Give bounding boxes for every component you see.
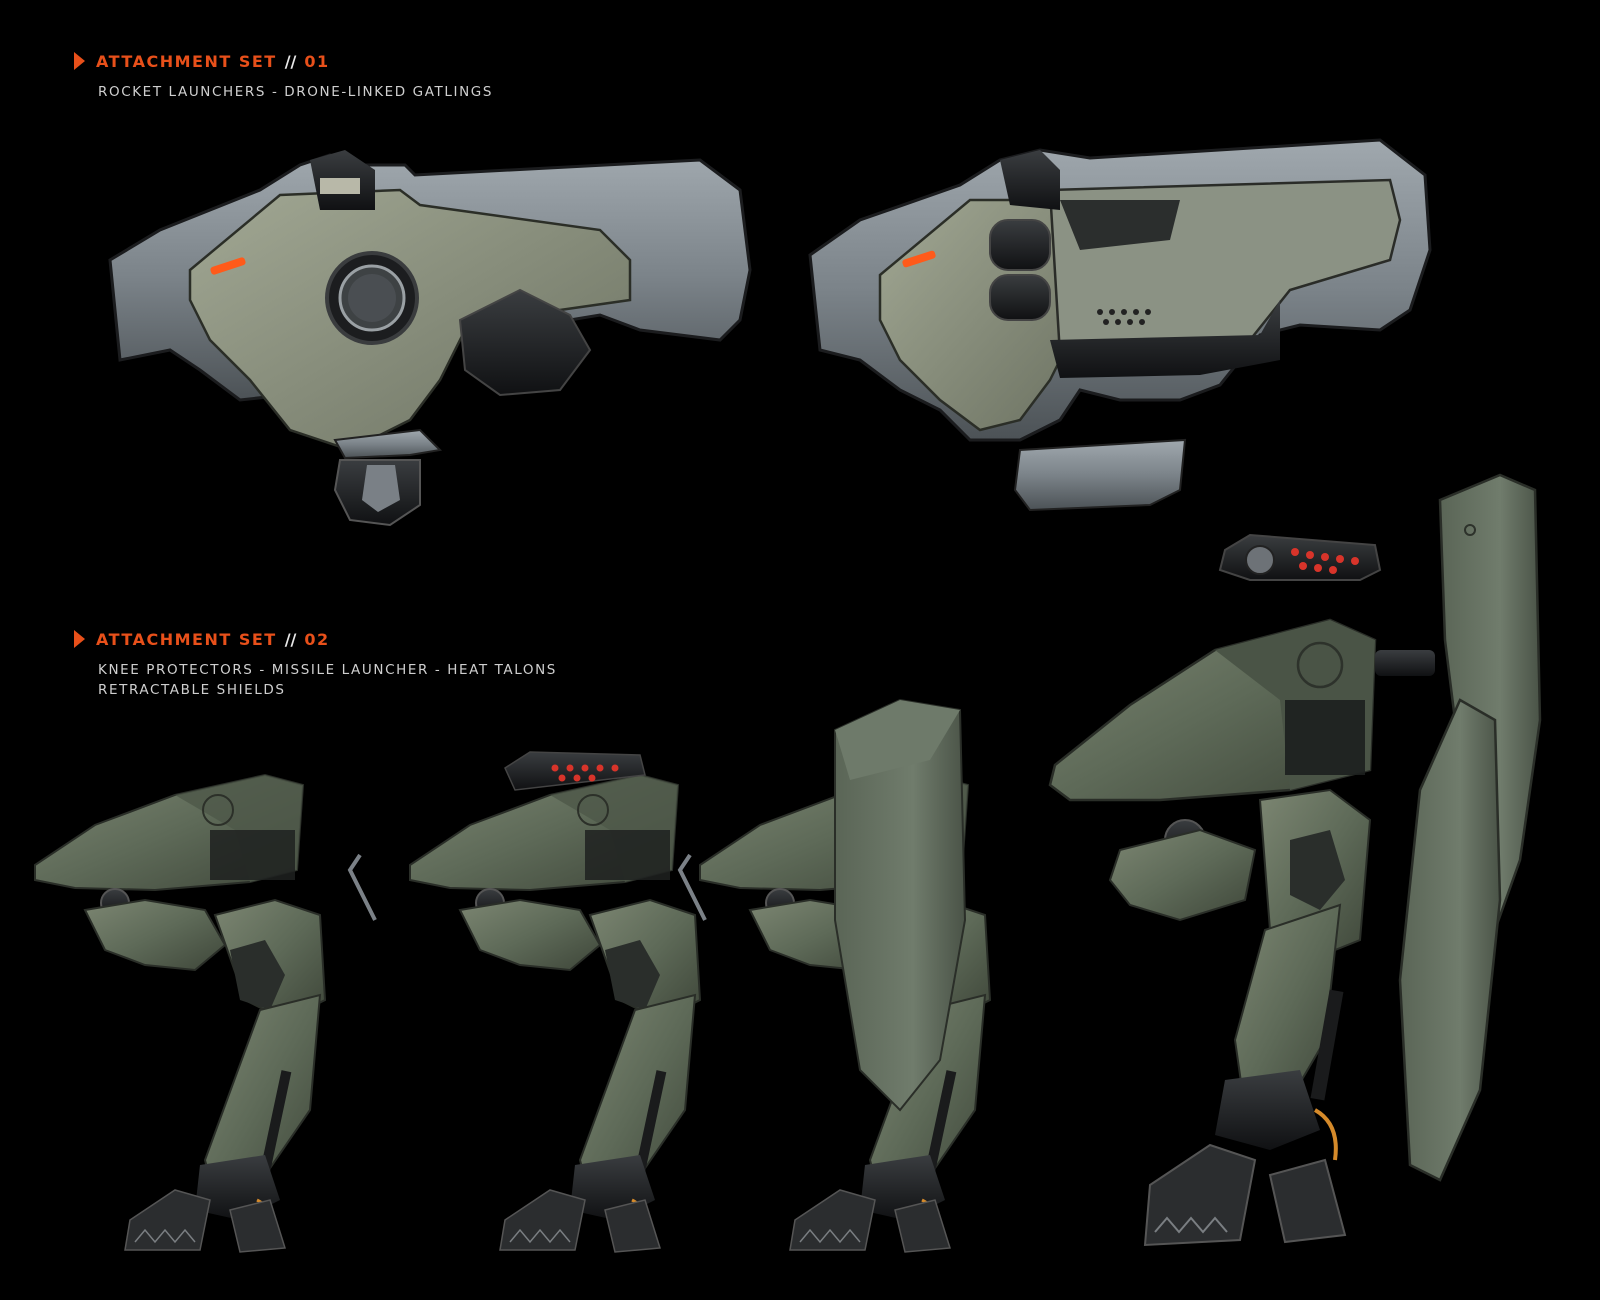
section-header-02: ATTACHMENT SET // 02 KNEE PROTECTORS - M…: [74, 626, 557, 700]
section-number: 02: [304, 629, 330, 649]
section-number: 01: [304, 51, 330, 71]
section-separator: //: [284, 51, 297, 71]
section-title: ATTACHMENT SET: [96, 629, 277, 649]
play-marker-icon: [74, 52, 85, 70]
missile-launcher-pod: [1218, 533, 1382, 581]
section-description: ROCKET LAUNCHERS - DRONE-LINKED GATLINGS: [98, 82, 493, 102]
description-line: KNEE PROTECTORS - MISSILE LAUNCHER - HEA…: [98, 662, 557, 678]
section-separator: //: [284, 629, 297, 649]
section-description: KNEE PROTECTORS - MISSILE LAUNCHER - HEA…: [98, 660, 557, 700]
section-title: ATTACHMENT SET: [96, 51, 277, 71]
walker-knee-protectors: [33, 773, 327, 1254]
drone-linked-gatling-pod: [808, 138, 1432, 512]
play-marker-icon: [74, 630, 85, 648]
rocket-launcher-pod-front: [108, 150, 752, 527]
walker-missile-launcher: [347, 751, 702, 1254]
description-line: ROCKET LAUNCHERS - DRONE-LINKED GATLINGS: [98, 84, 494, 100]
walker-retractable-shields: [677, 698, 992, 1254]
section-title-row: ATTACHMENT SET // 01: [74, 48, 493, 74]
description-line: RETRACTABLE SHIELDS: [98, 682, 286, 698]
section-title-row: ATTACHMENT SET // 02: [74, 626, 557, 652]
walker-detail-large: [1048, 473, 1542, 1247]
section-header-01: ATTACHMENT SET // 01 ROCKET LAUNCHERS - …: [74, 48, 493, 102]
